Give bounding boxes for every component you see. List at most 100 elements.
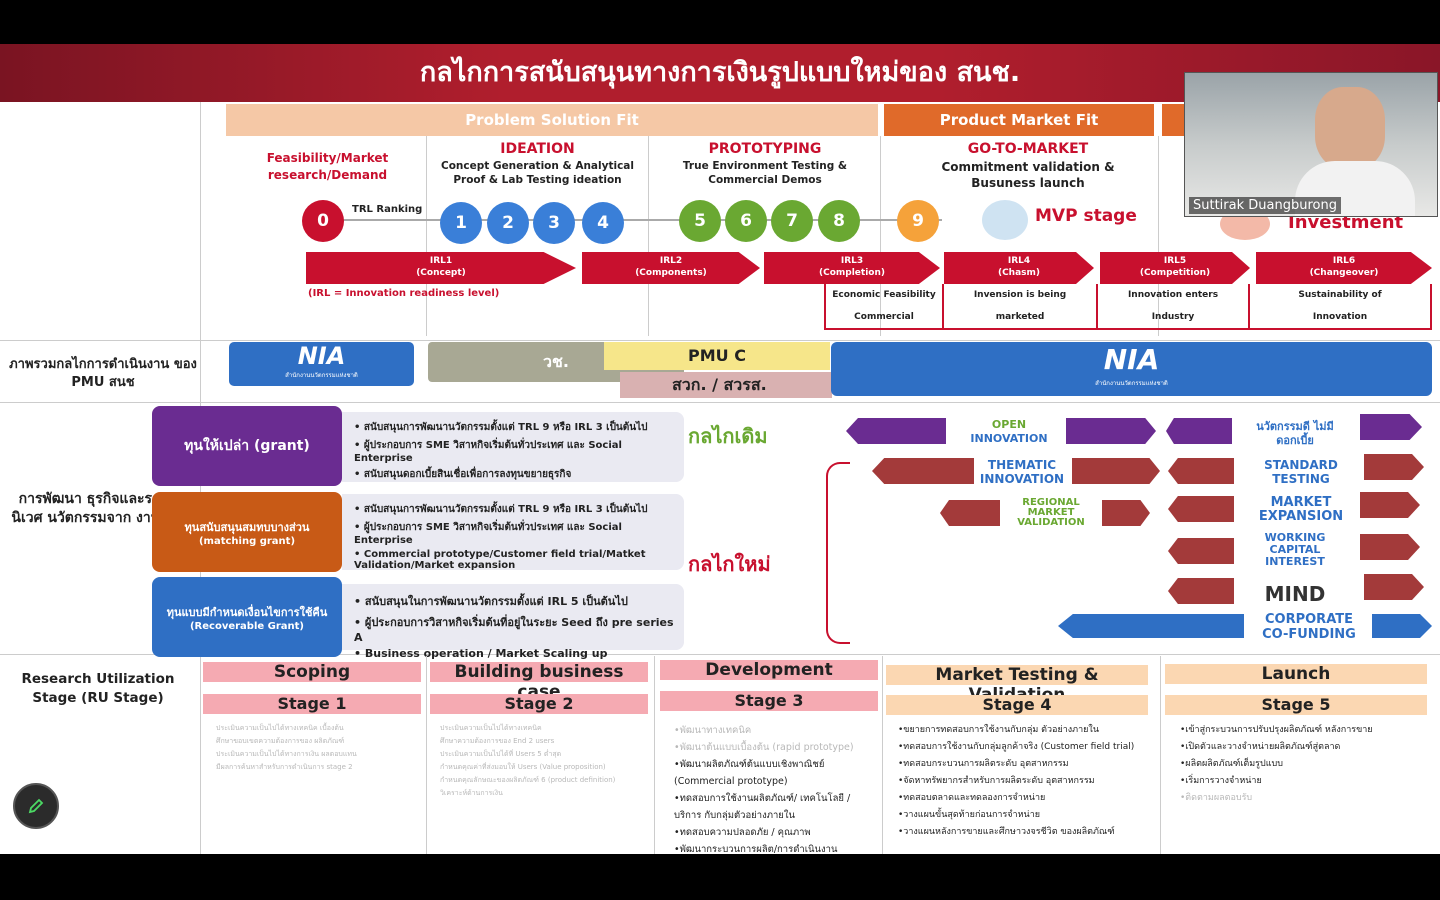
feasibility-label: Feasibility/Market research/Demand [266, 151, 389, 182]
new-arrow-4l [1168, 496, 1234, 522]
stage3-title: Development [660, 660, 878, 680]
new-arrow-2l [940, 500, 1000, 526]
phase-product-market: Product Market Fit [884, 104, 1154, 136]
participant-video-tile[interactable]: Suttirak Duangburong [1184, 72, 1438, 217]
irl3-sub-a: Economic Feasibility [832, 290, 936, 300]
regional-market-logo: REGIONAL MARKET VALIDATION [1017, 497, 1085, 528]
standard-testing-logo: STANDARD TESTING [1264, 458, 1338, 486]
recoverable-fund-box: ทุนแบบมีกำหนดเงื่อนไขการใช้คืน (Recovera… [152, 577, 342, 657]
divider [1096, 284, 1098, 330]
divider [648, 136, 649, 336]
old-arrow-left [846, 418, 946, 444]
corporate-cofunding-logo: CORPORATE CO-FUNDING [1262, 612, 1356, 642]
divider [654, 656, 655, 854]
grant-fund-box: ทุนให้เปล่า (grant) [152, 406, 342, 486]
irl-arrow-1: IRL1(Concept) [306, 252, 576, 284]
trl-circle-5: 5 [679, 200, 721, 242]
participant-name: Suttirak Duangburong [1189, 197, 1341, 214]
new-arrow-7r [1372, 614, 1432, 638]
divider [1248, 284, 1250, 330]
trl-line [322, 219, 942, 221]
new-arrow-6r [1364, 574, 1424, 600]
ideation-title: IDEATION [500, 141, 575, 157]
trl-circle-9: 9 [897, 200, 939, 242]
irl4-sub-a: Invension is being [973, 290, 1067, 300]
ideation-subtitle: Concept Generation & Analytical Proof & … [441, 160, 634, 186]
trl-circle-0: 0 [302, 200, 344, 242]
stage5-number: Stage 5 [1165, 695, 1427, 715]
new-arrow-1r [1072, 458, 1160, 484]
new-arrow-4r [1360, 492, 1420, 518]
row-divider [0, 402, 1440, 403]
pmuc-box: PMU C [604, 342, 830, 370]
sok-box: สวก. / สวรส. [620, 372, 832, 398]
stage3-number: Stage 3 [660, 691, 878, 711]
irl4-sub-b: marketed [995, 312, 1045, 322]
new-arrow-3l [1168, 458, 1234, 484]
old-arrow-right [1066, 418, 1156, 444]
trl-ranking-label: TRL Ranking [352, 204, 423, 215]
stage2-title: Building business case [430, 662, 648, 702]
stage5-list: •เข้าสู่กระบวนการปรับปรุงผลิตภัณฑ์ หลังก… [1180, 725, 1373, 803]
trl-circle-1: 1 [440, 202, 482, 244]
new-arrow-6l [1168, 578, 1234, 604]
recoverable-fund-details: สนับสนุนในการพัฒนานวัตกรรมตั้งแต่ IRL 5 … [342, 584, 684, 660]
stage3-list: •พัฒนาทางเทคนิค •พัฒนาต้นแบบเบื้องต้น (r… [674, 725, 854, 854]
mvp-icon [982, 200, 1028, 240]
innovation-no-interest-logo: นวัตกรรมดี ไม่มีดอกเบี้ย [1256, 420, 1334, 447]
phase-investment-tab [1162, 104, 1186, 136]
trl-circle-4: 4 [582, 202, 624, 244]
stage2-list: ประเมินความเป็นไปได้ทางเทคนิค ศึกษาความต… [440, 724, 616, 797]
matching-fund-box: ทุนสนับสนุนสมทบบางส่วน (matching grant) [152, 492, 342, 572]
dev-row-label: การพัฒนา ธุรกิจและระบบนิเวศ นวัตกรรมจาก … [11, 491, 185, 526]
annotate-button[interactable] [13, 783, 59, 829]
thematic-innovation-logo: THEMATIC INNOVATION [979, 458, 1065, 486]
investment-label: Investment [1288, 212, 1404, 233]
new-arrow-5r [1360, 534, 1420, 560]
irl5-sub-a: Innovation enters [1127, 290, 1219, 300]
trl-circle-8: 8 [818, 200, 860, 242]
prototyping-subtitle: True Environment Testing & Commercial De… [682, 160, 848, 186]
mvp-stage-label: MVP stage [1035, 206, 1137, 226]
irl5-sub-b: Industry [1151, 312, 1195, 322]
divider [1430, 284, 1432, 330]
old-arrow-right-2 [1360, 414, 1422, 440]
stage5-title: Launch [1165, 664, 1427, 684]
stage2-number: Stage 2 [430, 694, 648, 714]
participant-face [1315, 87, 1385, 169]
working-capital-logo: WORKING CAPITAL INTEREST [1264, 531, 1326, 568]
divider [426, 136, 427, 336]
matching-fund-details: สนับสนุนการพัฒนานวัตกรรมตั้งแต่ TRL 9 หร… [342, 494, 684, 571]
divider [880, 136, 881, 336]
irl-sub-table [824, 284, 1432, 330]
irl-arrow-4: IRL4(Chasm) [944, 252, 1094, 284]
old-arrow-left-2 [1166, 418, 1232, 444]
bracket [826, 462, 850, 644]
irl-arrow-3: IRL3(Completion) [764, 252, 940, 284]
new-arrow-3r [1364, 454, 1424, 480]
irl6-sub-a: Sustainability of [1298, 290, 1382, 300]
row-divider [0, 340, 1440, 341]
trl-circle-2: 2 [487, 202, 529, 244]
nia-logo-right: NIA สำนักงานนวัตกรรมแห่งชาติ [831, 342, 1432, 396]
divider [882, 656, 883, 854]
irl6-sub-b: Innovation [1312, 312, 1368, 322]
new-arrow-7l [1058, 614, 1244, 638]
divider [942, 284, 944, 330]
mind-logo: MIND [1264, 582, 1326, 606]
trl-circle-3: 3 [533, 202, 575, 244]
go-to-market-subtitle: Commitment validation & Busuness launch [941, 160, 1115, 190]
stage4-title: Market Testing & Validation [886, 665, 1148, 705]
irl3-sub-b: Commercial [854, 312, 914, 322]
market-expansion-logo: MARKET EXPANSION [1258, 495, 1344, 524]
old-mechanism-label: กลไกเดิม [688, 424, 768, 448]
stage4-list: •ขยายการทดสอบการใช้งานกับกลุ่ม ตัวอย่างภ… [898, 725, 1135, 837]
irl-arrow-6: IRL6(Changeover) [1256, 252, 1432, 284]
stage4-number: Stage 4 [886, 695, 1148, 715]
irl-arrow-5: IRL5(Competition) [1100, 252, 1250, 284]
divider [1158, 136, 1159, 336]
divider [1160, 656, 1161, 854]
ru-stage-label: Research Utilization Stage (RU Stage) [21, 671, 175, 706]
go-to-market-title: GO-TO-MARKET [967, 141, 1089, 157]
